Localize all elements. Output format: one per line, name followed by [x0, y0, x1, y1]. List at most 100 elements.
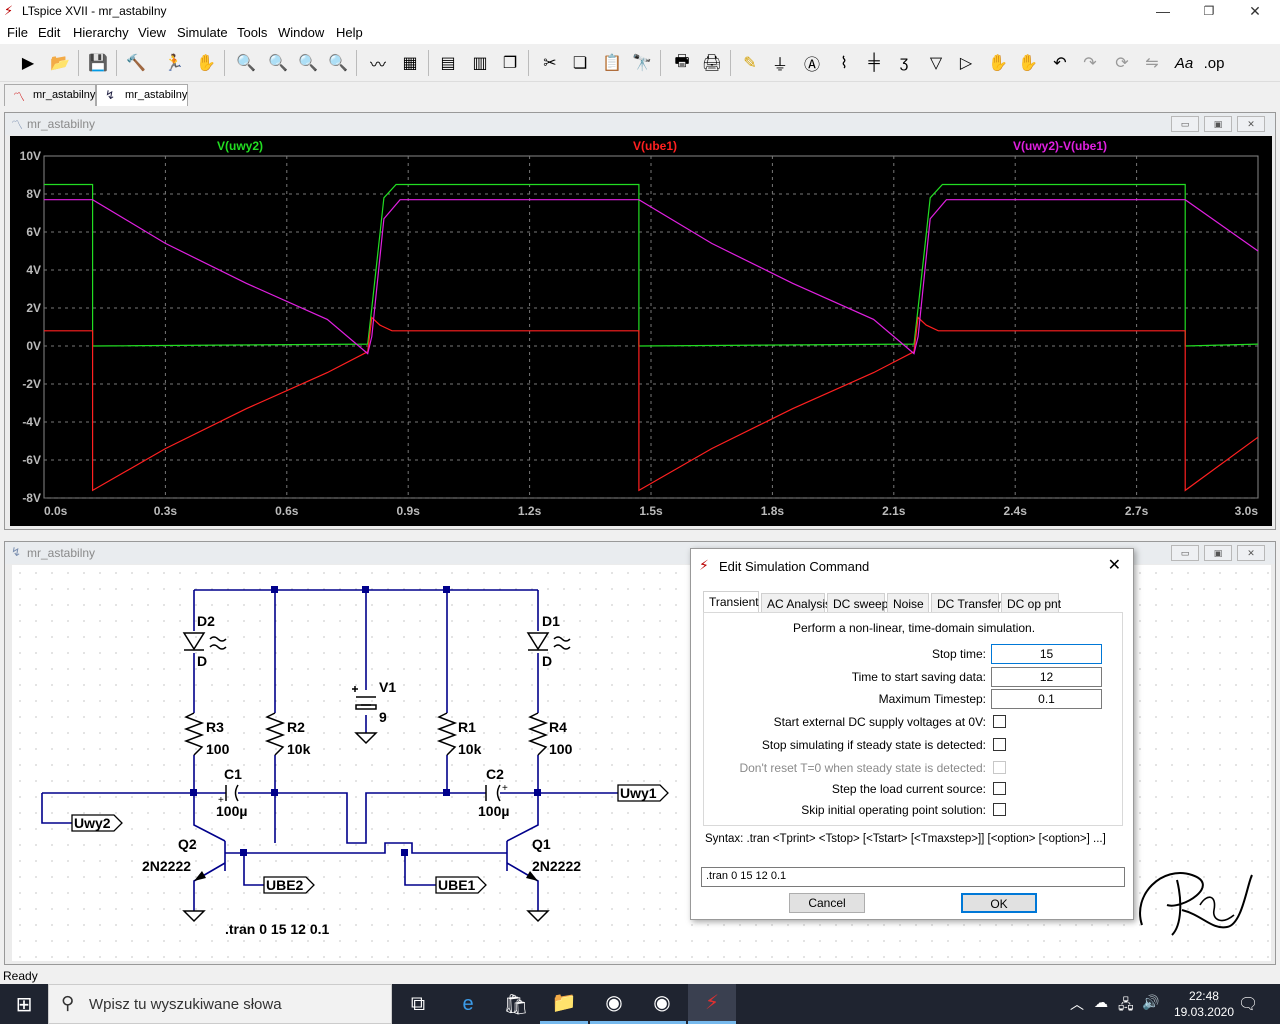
print-icon[interactable]: 🖨: [701, 55, 723, 72]
autorange-icon[interactable]: 〰: [369, 57, 386, 74]
undo-icon[interactable]: ↶: [1053, 55, 1067, 72]
paste-icon[interactable]: 📋: [602, 55, 622, 72]
stop-time-label: Stop time:: [931, 647, 986, 661]
inductor-icon[interactable]: ʒ: [899, 54, 909, 71]
ground-icon[interactable]: ⏚: [771, 57, 788, 74]
menu-help[interactable]: Help: [336, 25, 363, 40]
close-button[interactable]: ✕: [1249, 3, 1261, 19]
component-icon[interactable]: ▷: [959, 55, 973, 72]
schematic-minimize-button[interactable]: ▭: [1171, 545, 1199, 561]
tab-transient[interactable]: Transient: [703, 591, 759, 613]
menu-view[interactable]: View: [138, 25, 166, 40]
resistor-icon[interactable]: ⌇: [840, 55, 848, 72]
plot-minimize-button[interactable]: ▭: [1171, 116, 1199, 132]
tile-vertical-icon[interactable]: ▥: [472, 55, 488, 72]
tab-schematic[interactable]: ↯ mr_astabilny: [96, 84, 188, 106]
store-icon[interactable]: 🛍: [503, 993, 529, 1016]
chrome-icon[interactable]: ◉: [590, 984, 638, 1024]
draw-wire-icon[interactable]: ✎: [743, 55, 757, 72]
max-timestep-input[interactable]: 0.1: [991, 689, 1102, 709]
move-icon[interactable]: ✋: [988, 55, 1008, 72]
command-input[interactable]: .tran 0 15 12 0.1: [701, 867, 1125, 887]
label-net-icon[interactable]: Ⓐ: [803, 57, 820, 74]
file-explorer-icon[interactable]: 📁: [540, 984, 588, 1024]
run-icon[interactable]: 🏃: [164, 55, 184, 72]
start-saving-input[interactable]: 12: [991, 667, 1102, 687]
checkbox-step-load[interactable]: [993, 782, 1006, 795]
ltspice-logo-icon: ⚡: [4, 3, 14, 18]
onedrive-icon[interactable]: ☁: [1094, 994, 1108, 1010]
menu-file[interactable]: File: [7, 25, 28, 40]
menu-hierarchy[interactable]: Hierarchy: [73, 25, 129, 40]
cursor-icon[interactable]: ▦: [402, 55, 418, 72]
schematic-drawing[interactable]: + + D2 D D1: [12, 565, 1271, 961]
checkbox-steady-state[interactable]: [993, 738, 1006, 751]
task-view-icon[interactable]: ⧉: [410, 992, 426, 1015]
tab-noise[interactable]: Noise: [887, 593, 929, 613]
zoom-out-icon[interactable]: 🔍: [298, 55, 318, 72]
capacitor-icon[interactable]: ╪: [868, 54, 880, 71]
schematic-close-button[interactable]: ✕: [1237, 545, 1265, 561]
menu-edit[interactable]: Edit: [38, 25, 61, 40]
zoom-in-icon[interactable]: 🔍: [236, 55, 256, 72]
dialog-close-icon[interactable]: ✕: [1107, 557, 1121, 574]
tile-horizontal-icon[interactable]: ▤: [440, 55, 456, 72]
cascade-icon[interactable]: ❐: [502, 55, 518, 72]
taskbar-search[interactable]: ⚲ Wpisz tu wyszukiwane słowa: [48, 984, 392, 1024]
ltspice-logo-icon: ⚡: [699, 557, 709, 573]
y-tick-label: 0V: [26, 339, 41, 353]
chrome-profile-icon[interactable]: ◉: [638, 984, 686, 1024]
rotate-icon[interactable]: ⟳: [1115, 55, 1129, 72]
taskbar-clock[interactable]: 22:48 19.03.2020: [1174, 988, 1234, 1020]
tab-plot[interactable]: 〽 mr_astabilny: [4, 84, 96, 106]
menu-window[interactable]: Window: [278, 25, 325, 40]
tray-chevron-icon[interactable]: ︿: [1070, 996, 1084, 1012]
control-panel-icon[interactable]: 🔨: [126, 55, 146, 72]
volume-icon[interactable]: 🔊: [1142, 994, 1160, 1010]
tab-dc-transfer[interactable]: DC Transfer: [931, 593, 1002, 613]
edge-icon[interactable]: e: [462, 992, 474, 1015]
cut-icon[interactable]: ✂: [543, 55, 557, 72]
checkbox-skip-op[interactable]: [993, 803, 1006, 816]
stop-time-input[interactable]: 15: [991, 644, 1102, 664]
checkbox-dc-supply[interactable]: [993, 715, 1006, 728]
pan-icon[interactable]: 🔍: [268, 55, 288, 72]
save-icon[interactable]: 💾: [88, 55, 108, 72]
tab-dc-op-pnt[interactable]: DC op pnt: [1001, 593, 1061, 613]
new-schematic-icon[interactable]: ▶: [21, 55, 35, 72]
ok-button[interactable]: OK: [961, 893, 1037, 913]
x-tick-label: 1.2s: [518, 504, 542, 518]
label-R2: R2: [287, 719, 305, 735]
schematic-maximize-button[interactable]: ▣: [1204, 545, 1232, 561]
open-icon[interactable]: 📂: [50, 55, 70, 72]
label-R3: R3: [206, 719, 224, 735]
find-icon[interactable]: 🔭: [632, 55, 652, 72]
halt-icon[interactable]: ✋: [196, 55, 216, 72]
notification-icon[interactable]: 🗨: [1238, 996, 1259, 1013]
windows-start-icon[interactable]: ⊞: [15, 993, 33, 1016]
plot-close-button[interactable]: ✕: [1237, 116, 1265, 132]
plot-maximize-button[interactable]: ▣: [1204, 116, 1232, 132]
menu-simulate[interactable]: Simulate: [177, 25, 228, 40]
diode-icon[interactable]: ▽: [929, 55, 943, 72]
zoom-fit-icon[interactable]: 🔍: [328, 55, 348, 72]
tab-dc-sweep[interactable]: DC sweep: [827, 593, 888, 613]
menu-tools[interactable]: Tools: [237, 25, 268, 40]
minimize-button[interactable]: —: [1156, 3, 1170, 19]
spice-directive-icon[interactable]: .op: [1203, 54, 1225, 72]
redo-icon[interactable]: ↷: [1083, 55, 1097, 72]
print-setup-icon[interactable]: 🖶: [674, 52, 690, 70]
cancel-button[interactable]: Cancel: [789, 893, 865, 913]
network-icon[interactable]: 🖧: [1118, 996, 1134, 1012]
copy-icon[interactable]: ❏: [572, 55, 588, 72]
tab-ac-analysis[interactable]: AC Analysis: [761, 593, 831, 613]
text-icon[interactable]: Aa: [1174, 54, 1194, 72]
ltspice-taskbar-icon[interactable]: ⚡: [688, 984, 736, 1024]
drag-icon[interactable]: ✋: [1018, 55, 1038, 72]
spice-directive[interactable]: .tran 0 15 12 0.1: [225, 921, 330, 937]
mirror-icon[interactable]: ⇋: [1145, 55, 1159, 72]
maximize-button[interactable]: ❐: [1203, 4, 1215, 18]
